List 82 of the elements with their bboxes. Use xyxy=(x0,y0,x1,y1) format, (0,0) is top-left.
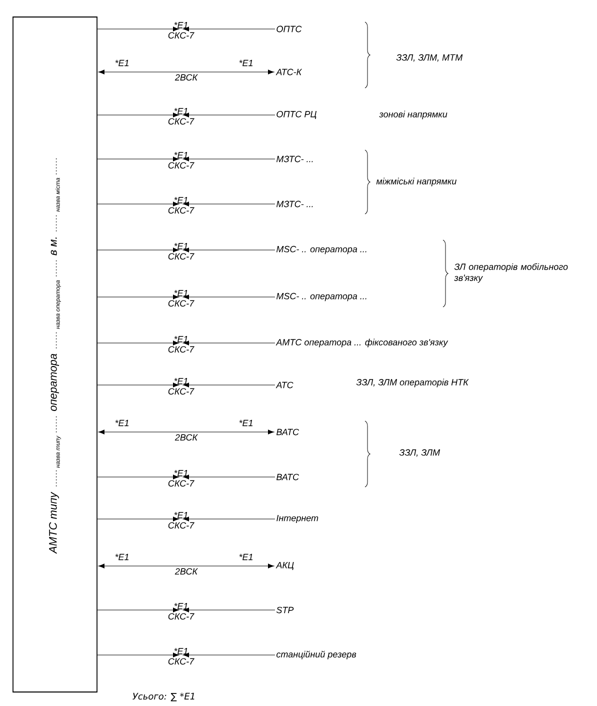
arrow xyxy=(98,430,274,434)
stream-label: *E1 xyxy=(174,336,188,342)
arrow xyxy=(97,202,179,206)
stream-label: *E1 xyxy=(174,152,188,158)
edge-label: СКС-7 xyxy=(168,613,194,620)
station-label: Інтернет xyxy=(276,514,318,524)
edge-label: 2ВСК xyxy=(174,74,198,81)
arrow xyxy=(183,474,276,480)
edge-label: СКС-7 xyxy=(168,118,194,125)
station-label: АТС-К xyxy=(276,68,302,76)
arrow xyxy=(183,26,276,32)
edge-label: СКС-7 xyxy=(168,388,194,395)
group-note: ЗЗЛ, ЗЛМ, МТМ xyxy=(396,54,463,62)
arrow xyxy=(97,156,179,162)
arrow xyxy=(98,70,274,74)
arrow xyxy=(97,248,179,252)
arrow xyxy=(183,294,276,300)
arrow xyxy=(97,26,179,32)
arrow xyxy=(183,516,276,522)
edge-label: СКС-7 xyxy=(168,32,194,39)
arrow xyxy=(97,474,179,480)
edge-label: СКС-7 xyxy=(168,162,194,169)
edge-label: СКС-7 xyxy=(168,522,194,529)
arrow xyxy=(97,294,179,300)
arrow xyxy=(97,608,179,612)
station-label: ВАТС xyxy=(276,474,300,480)
station-label: MSC- .. оператора ... xyxy=(276,246,366,254)
stream-label: *E1 xyxy=(174,108,188,114)
edge-label: СКС-7 xyxy=(168,346,194,353)
stream-label: *E1 xyxy=(239,554,252,560)
stream-label: *E1 xyxy=(239,60,252,66)
stream-label: *E1 xyxy=(174,512,188,518)
group-note: ЗЛ операторів мобільного зв'язку xyxy=(454,263,568,283)
stream-label: *E1 xyxy=(174,197,188,204)
station-label: ВАТС xyxy=(276,428,300,436)
edge-label: СКС-7 xyxy=(168,300,194,307)
edge-label: 2ВСК xyxy=(174,568,198,575)
stream-label: *E1 xyxy=(174,470,188,476)
arrow xyxy=(97,382,179,388)
edge-label: СКС-7 xyxy=(168,207,194,214)
arrow xyxy=(183,382,276,388)
stream-label: *E1 xyxy=(115,554,128,560)
arrow xyxy=(183,248,276,252)
total-note: Усього: ∑ *E1 xyxy=(132,692,194,702)
station-label: ОПТС xyxy=(276,26,302,32)
station-label: АМТС оператора ... фіксованого зв'язку xyxy=(276,338,448,348)
stream-label: *E1 xyxy=(174,22,188,28)
station-label: станційний резерв xyxy=(276,650,356,660)
edge-label: СКС-7 xyxy=(168,480,194,487)
arrow xyxy=(183,156,276,162)
station-label: АТС xyxy=(276,382,294,388)
edge-label: 2ВСК xyxy=(174,434,198,441)
station-label: ОПТС РЦ xyxy=(276,110,317,120)
stream-label: *E1 xyxy=(239,420,252,426)
group-note: міжміські напрямки xyxy=(376,178,456,186)
arrow xyxy=(183,608,276,612)
group-note: зонові напрямки xyxy=(379,110,448,120)
stream-label: *E1 xyxy=(115,420,128,426)
station-label: МЗТС- ... xyxy=(276,200,313,208)
stream-label: *E1 xyxy=(174,378,188,384)
arrow xyxy=(97,516,179,522)
arrow xyxy=(183,112,276,118)
group-note: ЗЗЛ, ЗЛМ xyxy=(399,449,440,457)
arrow xyxy=(97,112,179,118)
edge-label: СКС-7 xyxy=(168,253,194,260)
stream-label: *E1 xyxy=(174,290,188,296)
stream-label: *E1 xyxy=(174,648,188,654)
arrow xyxy=(97,340,179,346)
arrow xyxy=(183,340,276,346)
station-label: STP xyxy=(276,606,294,614)
stream-label: *E1 xyxy=(174,603,188,610)
stream-label: *E1 xyxy=(115,60,128,66)
group-note: ЗЗЛ, ЗЛМ операторів НТК xyxy=(356,378,469,388)
edge-label: СКС-7 xyxy=(168,658,194,665)
arrow xyxy=(183,652,276,658)
arrow xyxy=(97,652,179,658)
station-label: MSC- .. оператора ... xyxy=(276,292,366,302)
station-label: МЗТС- ... xyxy=(276,156,313,162)
arrow xyxy=(183,202,276,206)
stream-label: *E1 xyxy=(174,243,188,250)
station-label: АКЦ xyxy=(276,562,294,570)
arrow xyxy=(98,564,274,568)
